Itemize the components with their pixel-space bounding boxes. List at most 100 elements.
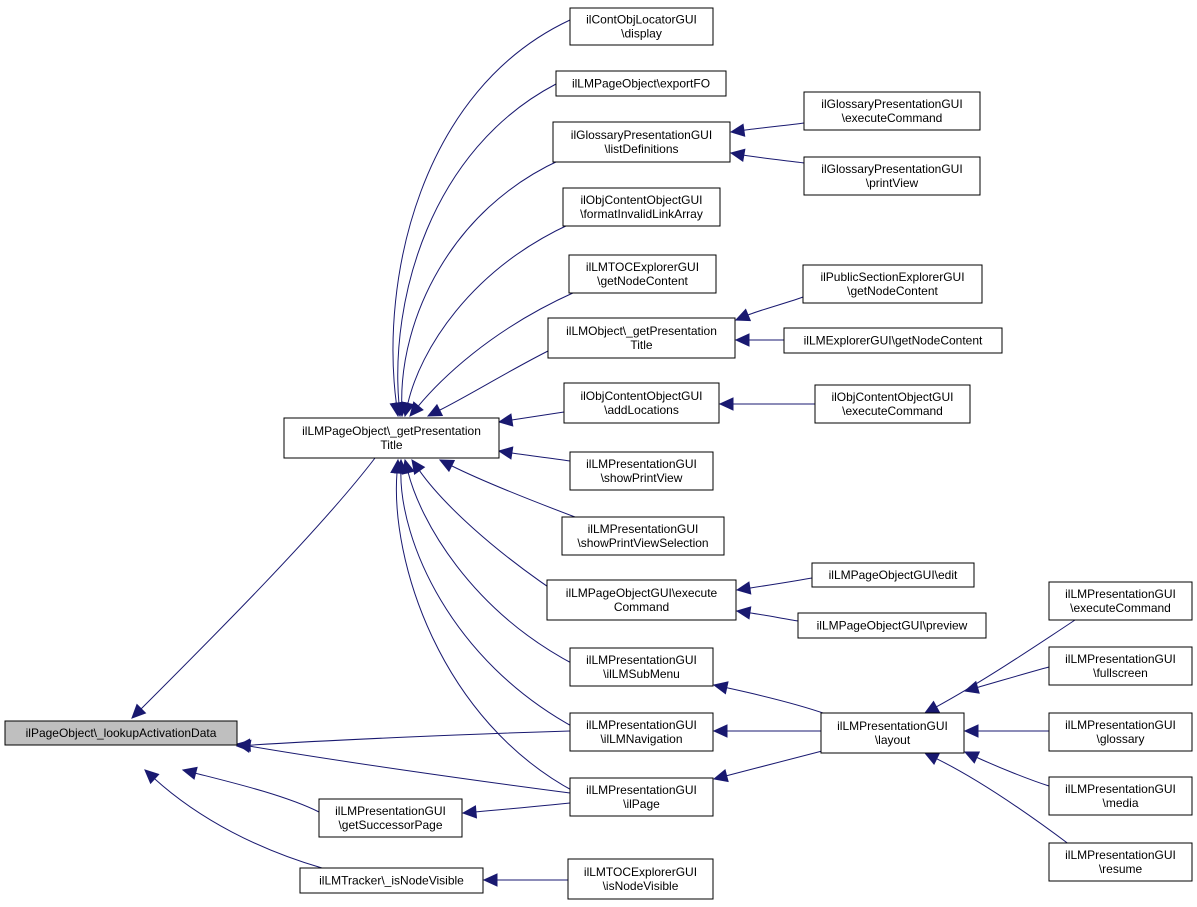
node-label-line: ilObjContentObjectGUI <box>580 389 702 403</box>
node-box <box>569 451 714 491</box>
node-box <box>561 516 725 556</box>
edge-line <box>438 349 551 412</box>
edge-line <box>725 687 827 715</box>
node-label-line: \printView <box>866 176 919 190</box>
edge-cont_loc-to-lmpo_gpt <box>389 19 571 418</box>
edge-pres_layout-to-pres_nav <box>712 724 822 738</box>
node-label-line: Title <box>630 338 653 352</box>
arrowhead <box>390 458 404 474</box>
node-pres-layout[interactable]: ilLMPresentationGUI\layout <box>820 712 965 754</box>
node-label-line: \getSuccessorPage <box>338 818 442 832</box>
node-box <box>555 70 727 97</box>
node-label-line: ilLMPresentationGUI <box>586 718 697 732</box>
arrowhead <box>401 401 415 418</box>
node-pres-exec[interactable]: ilLMPresentationGUI\executeCommand <box>1048 581 1193 621</box>
arrowhead <box>131 703 147 719</box>
node-lmexp-node[interactable]: ilLMExplorerGUI\getNodeContent <box>783 327 1003 354</box>
edge-line <box>395 471 576 793</box>
node-pres-succ[interactable]: ilLMPresentationGUI\getSuccessorPage <box>318 798 463 838</box>
node-label-line: ilLMPresentationGUI <box>586 457 697 471</box>
node-label-line: ilLMPresentationGUI <box>1065 718 1176 732</box>
node-label-line: \resume <box>1099 862 1143 876</box>
node-pres-spvs[interactable]: ilLMPresentationGUI\showPrintViewSelecti… <box>561 516 725 556</box>
edge-glos_print-to-glos_list <box>729 148 805 164</box>
node-glos-exec[interactable]: ilGlossaryPresentationGUI\executeCommand <box>803 91 981 131</box>
arrowhead <box>712 769 729 783</box>
node-root: ilPageObject\_lookupActivationData <box>4 720 238 746</box>
arrowhead <box>923 752 941 766</box>
node-label-line: \media <box>1102 796 1138 810</box>
node-glos-print[interactable]: ilGlossaryPresentationGUI\printView <box>803 156 981 196</box>
node-glos-list[interactable]: ilGlossaryPresentationGUI\listDefinition… <box>552 121 731 163</box>
node-pogui-exec[interactable]: ilLMPageObjectGUI\executeCommand <box>546 579 737 621</box>
node-pres-page[interactable]: ilLMPresentationGUI\ilPage <box>569 777 714 817</box>
node-pres-nav[interactable]: ilLMPresentationGUI\ilLMNavigation <box>569 712 714 752</box>
edge-line <box>407 223 571 405</box>
node-label-line: ilLMPresentationGUI <box>1065 652 1176 666</box>
edge-pres_spv-to-lmpo_gpt <box>497 446 571 462</box>
arrowhead <box>963 680 980 694</box>
edge-line <box>397 83 557 405</box>
arrowhead <box>712 681 729 695</box>
arrowhead <box>729 148 746 162</box>
node-label-line: \showPrintViewSelection <box>577 536 708 550</box>
arrowhead <box>734 333 750 347</box>
edge-line <box>400 471 576 729</box>
graph-edges <box>131 19 1076 887</box>
arrowhead <box>426 403 444 417</box>
node-pres-media[interactable]: ilLMPresentationGUI\media <box>1048 776 1193 816</box>
node-box <box>569 647 714 687</box>
node-label-line: ilGlossaryPresentationGUI <box>571 128 712 142</box>
arrowhead <box>181 766 198 780</box>
node-box <box>811 562 975 588</box>
edge-line <box>392 19 571 405</box>
node-label-line: ilPageObject\_lookupActivationData <box>26 726 217 740</box>
edge-line <box>248 745 571 794</box>
edge-line <box>935 619 1076 708</box>
edge-lmobj_gpt-to-lmpo_gpt <box>426 349 551 417</box>
node-pres-glos[interactable]: ilLMPresentationGUI\glossary <box>1048 712 1193 752</box>
node-lmpo-export[interactable]: ilLMPageObject\exportFO <box>555 70 727 97</box>
arrowhead <box>923 700 941 714</box>
node-pres-sub[interactable]: ilLMPresentationGUI\ilLMSubMenu <box>569 647 714 687</box>
node-pres-full[interactable]: ilLMPresentationGUI\fullscreen <box>1048 646 1193 686</box>
node-toc-vis[interactable]: ilLMTOCExplorerGUI\isNodeVisible <box>567 858 714 900</box>
arrowhead <box>497 413 514 427</box>
node-pogui-edit[interactable]: ilLMPageObjectGUI\edit <box>811 562 975 588</box>
arrowhead <box>438 459 456 473</box>
node-cont-loc[interactable]: ilContObjLocatorGUI\display <box>569 7 714 46</box>
node-tracker[interactable]: ilLMTracker\_isNodeVisible <box>299 867 484 894</box>
node-pres-spv[interactable]: ilLMPresentationGUI\showPrintView <box>569 451 714 491</box>
edge-line <box>418 469 576 606</box>
node-objcont-add[interactable]: ilObjContentObjectGUI\addLocations <box>563 382 720 424</box>
node-label-line: ilLMTracker\_isNodeVisible <box>319 874 464 888</box>
node-box <box>547 317 736 359</box>
edge-lmpo_gpt-to-root <box>131 457 376 719</box>
node-toc-node[interactable]: ilLMTOCExplorerGUI\getNodeContent <box>568 254 717 294</box>
edge-line <box>450 464 576 518</box>
node-box <box>299 867 484 894</box>
arrowhead <box>409 401 424 417</box>
node-label-line: ilLMPresentationGUI <box>1065 587 1176 601</box>
node-label-line: \getNodeContent <box>847 284 938 298</box>
node-label-line: ilLMPresentationGUI <box>1065 848 1176 862</box>
node-objcont-fmt[interactable]: ilObjContentObjectGUI\formatInvalidLinkA… <box>562 187 721 227</box>
node-pogui-prev[interactable]: ilLMPageObjectGUI\preview <box>797 612 987 639</box>
edge-objcont_add-to-lmpo_gpt <box>497 411 565 427</box>
node-box <box>569 712 714 752</box>
node-pres-resume[interactable]: ilLMPresentationGUI\resume <box>1048 842 1193 882</box>
node-label-line: Title <box>380 438 403 452</box>
edge-objcont_fmt-to-lmpo_gpt <box>401 223 571 418</box>
edge-pres_page-to-pres_succ <box>461 802 571 819</box>
node-label-line: ilLMPresentationGUI <box>586 783 697 797</box>
node-pub-node[interactable]: ilPublicSectionExplorerGUI\getNodeConten… <box>802 264 983 304</box>
node-label-line: \layout <box>875 733 911 747</box>
node-objcont-exec[interactable]: ilObjContentObjectGUI\executeCommand <box>814 384 971 424</box>
edge-line <box>401 159 561 405</box>
edge-line <box>748 612 799 622</box>
node-box <box>563 382 720 424</box>
node-box <box>568 254 717 294</box>
